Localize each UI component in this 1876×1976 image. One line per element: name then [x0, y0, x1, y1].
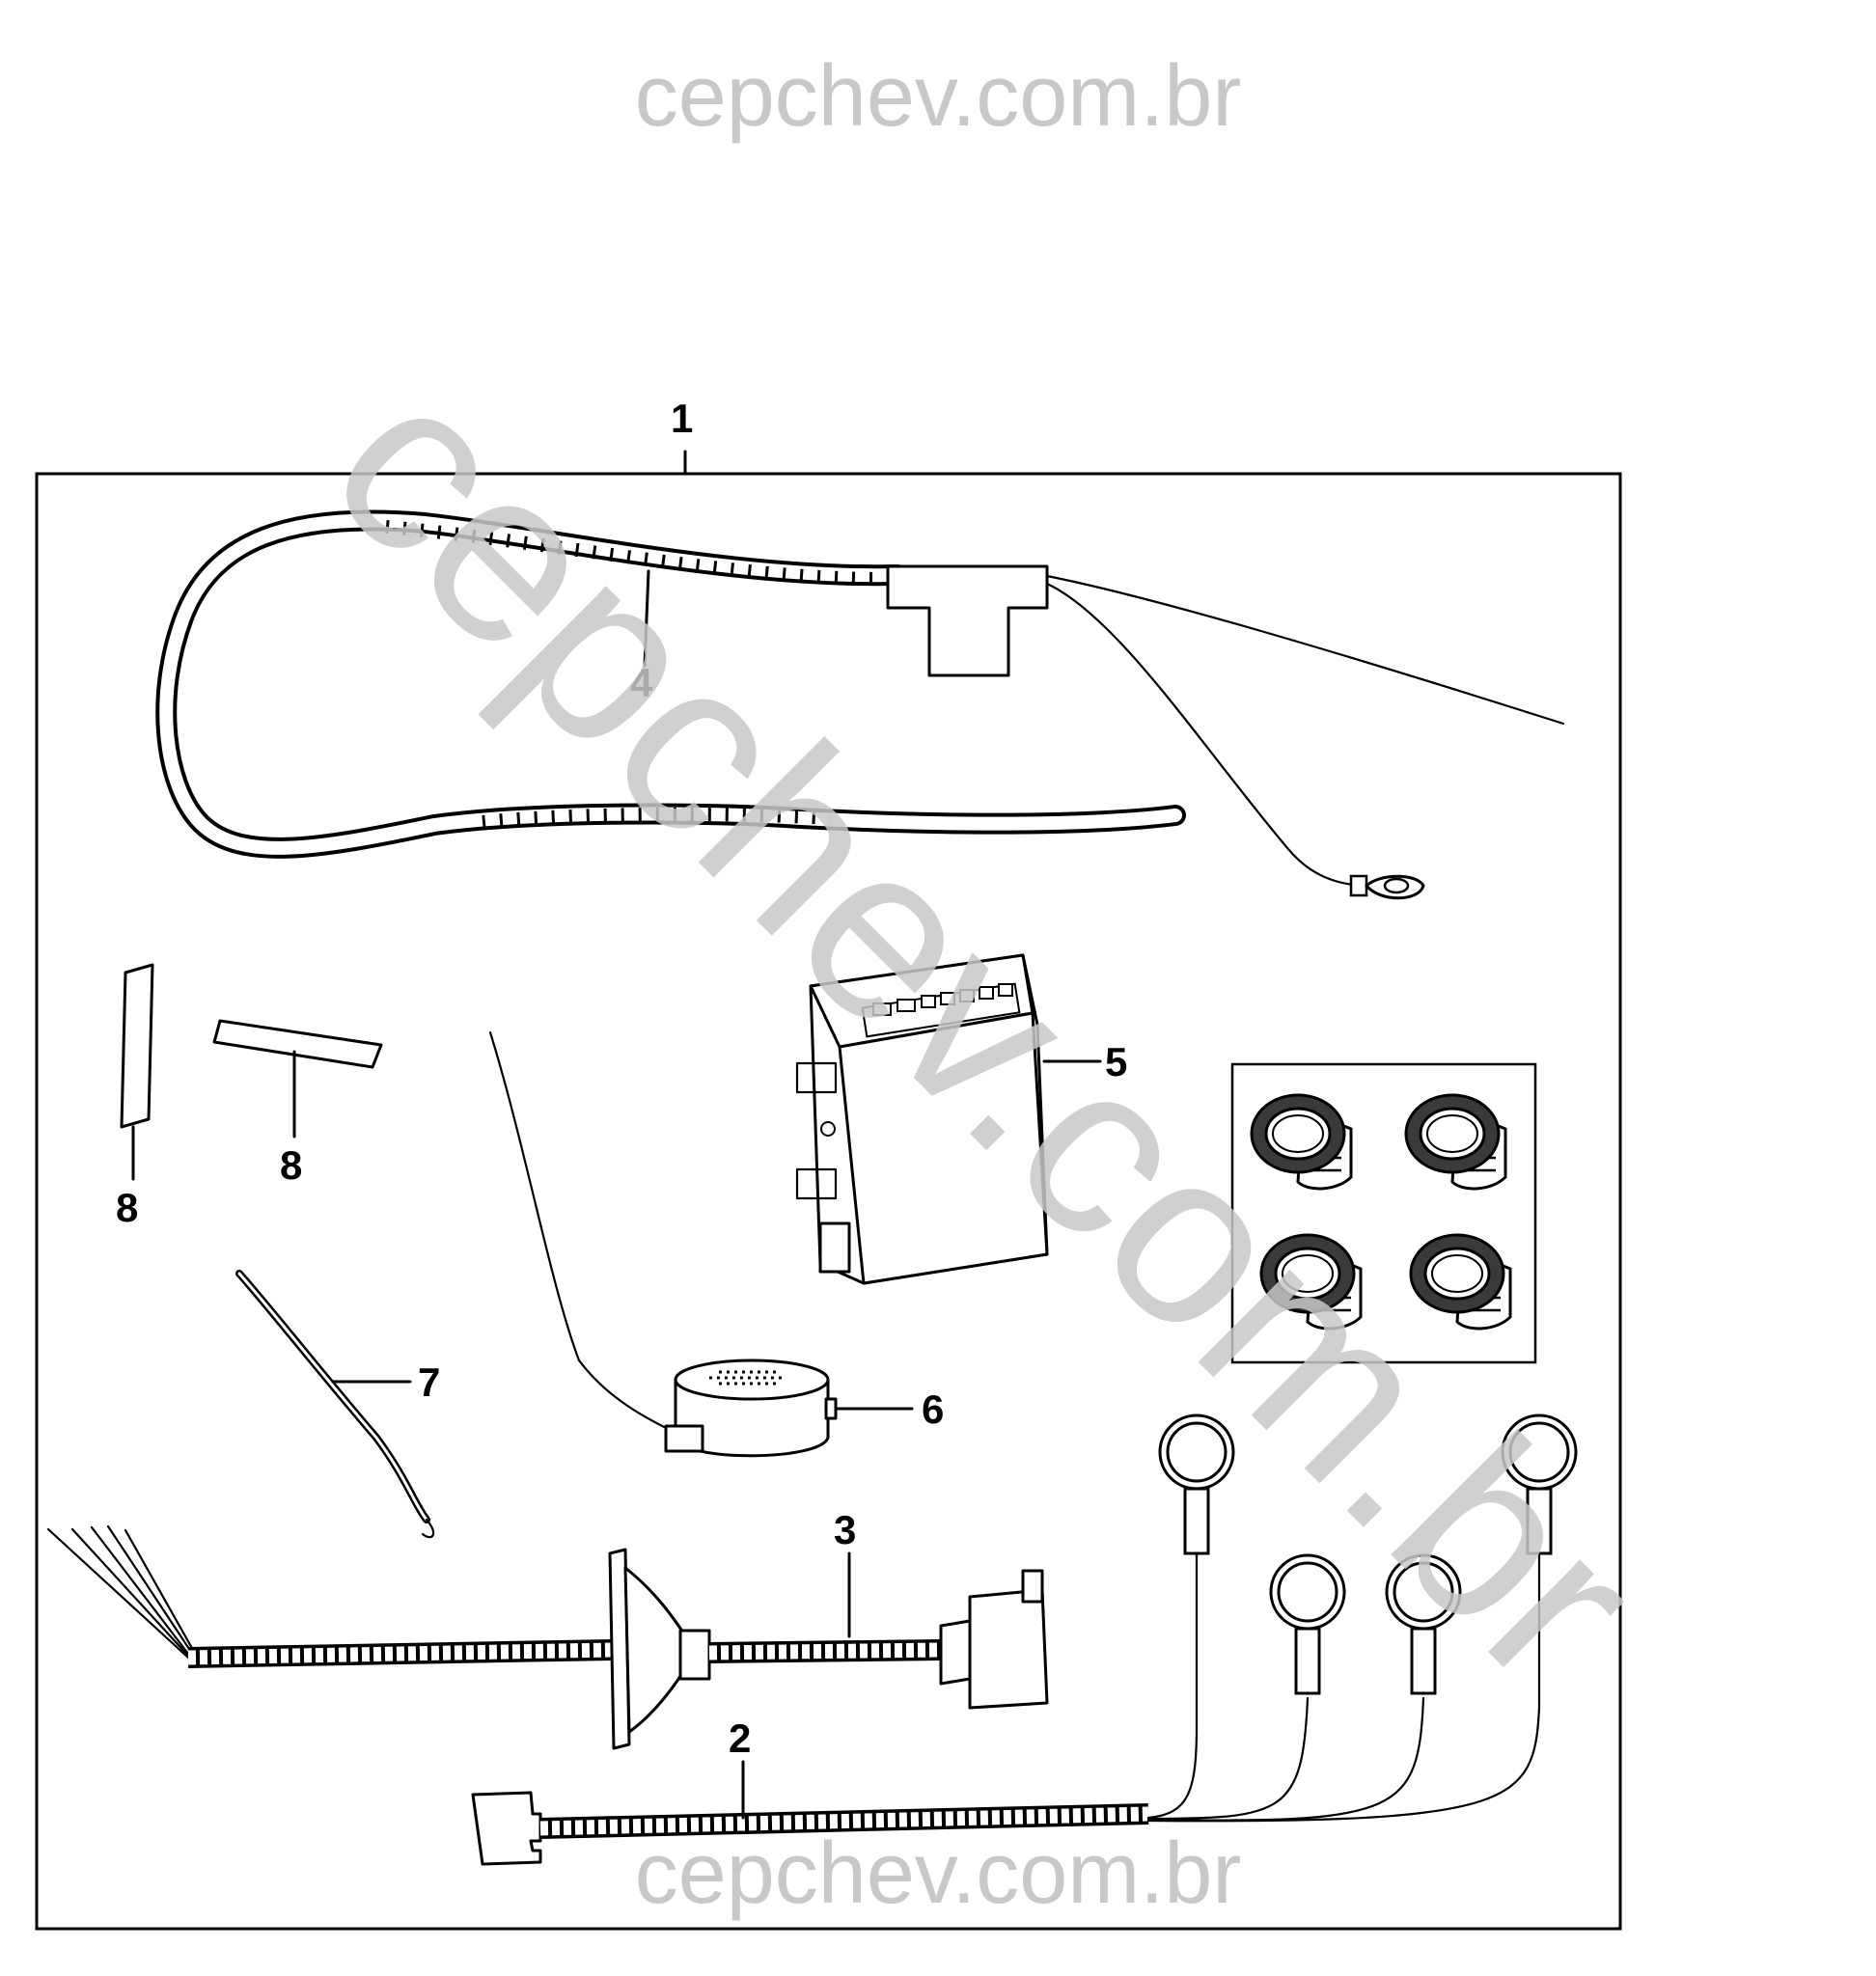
sensor-set [1250, 1093, 1512, 1331]
watermark-bottom: cepchev.com.br [635, 1825, 1242, 1922]
callout-3: 3 [834, 1507, 856, 1552]
callout-8b: 8 [280, 1142, 302, 1188]
callout-8a: 8 [116, 1185, 138, 1230]
parking-sensor [1250, 1093, 1353, 1191]
sensor-eyelet [1501, 1413, 1578, 1555]
callout-6: 6 [922, 1386, 944, 1432]
sensor-eyelet [1269, 1553, 1346, 1695]
sensor-eyelet [1385, 1553, 1462, 1695]
callout-7: 7 [418, 1359, 440, 1405]
buzzer [488, 1030, 914, 1458]
sensor-eyelet [1158, 1413, 1235, 1555]
kit-frame [35, 472, 1622, 1931]
adhesive-pad-vertical [120, 963, 154, 1181]
retaining-clip [235, 1270, 435, 1539]
callout-2: 2 [729, 1715, 751, 1761]
callout-5: 5 [1105, 1039, 1127, 1084]
sensor-eyelets [1158, 1413, 1578, 1695]
main-harness [155, 509, 1565, 900]
control-module [795, 953, 1102, 1285]
adhesive-pad-horizontal [212, 1019, 383, 1139]
bumper-harness [46, 1524, 1049, 1750]
watermark-top: cepchev.com.br [635, 48, 1242, 145]
watermark-diagonal: cepchev.com.br [281, 326, 1691, 1736]
sensor-harness [471, 1542, 1541, 1866]
parking-sensor [1259, 1233, 1363, 1331]
sensor-set-box [1230, 1062, 1537, 1364]
parking-sensor [1404, 1093, 1507, 1191]
callout-4: 4 [630, 660, 653, 705]
parking-sensor [1409, 1233, 1512, 1331]
callout-1: 1 [671, 396, 693, 441]
